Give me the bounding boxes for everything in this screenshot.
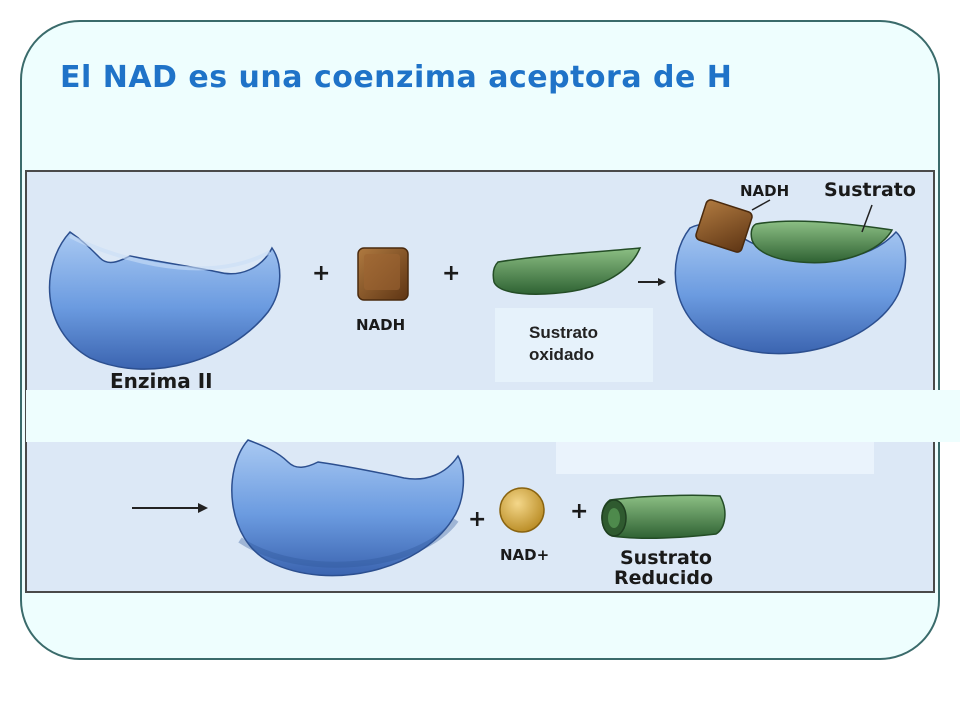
complex-nadh-label: NADH: [740, 182, 789, 200]
oxidized-substrate-label-box: Sustrato oxidado: [495, 308, 653, 382]
blank-panel: [556, 442, 874, 474]
slide-title: El NAD es una coenzima aceptora de H: [60, 60, 733, 95]
nad-sphere: [499, 487, 545, 533]
nadh-cube: [357, 247, 409, 301]
oxidized-substrate: [492, 247, 642, 295]
enzyme-shape: [48, 231, 281, 370]
reaction-arrow-top: [638, 278, 666, 286]
enzyme-complex: [674, 199, 907, 355]
oxidized-label-line1: Sustrato: [529, 323, 598, 342]
oxidized-label-line2: oxidado: [529, 345, 595, 364]
complex-substrate-label: Sustrato: [824, 179, 916, 201]
reduced-substrate: [601, 494, 726, 539]
reaction-arrow-bottom: [132, 503, 208, 513]
plus-sign-2: +: [442, 261, 460, 286]
complex-substrate-pointer: [861, 204, 873, 233]
plus-sign-1: +: [312, 261, 330, 286]
reduced-substrate-label-2: Reducido: [614, 567, 713, 589]
separator-band: [26, 390, 960, 442]
complex-nadh-pointer: [751, 199, 771, 211]
enzyme-label: Enzima II: [110, 369, 213, 393]
plus-sign-4: +: [570, 499, 588, 524]
plus-sign-3: +: [468, 507, 486, 532]
nadh-label: NADH: [356, 316, 405, 334]
enzyme-shape-bottom: [231, 439, 465, 577]
nad-label: NAD+: [500, 546, 549, 564]
reduced-substrate-label-1: Sustrato: [620, 547, 712, 569]
